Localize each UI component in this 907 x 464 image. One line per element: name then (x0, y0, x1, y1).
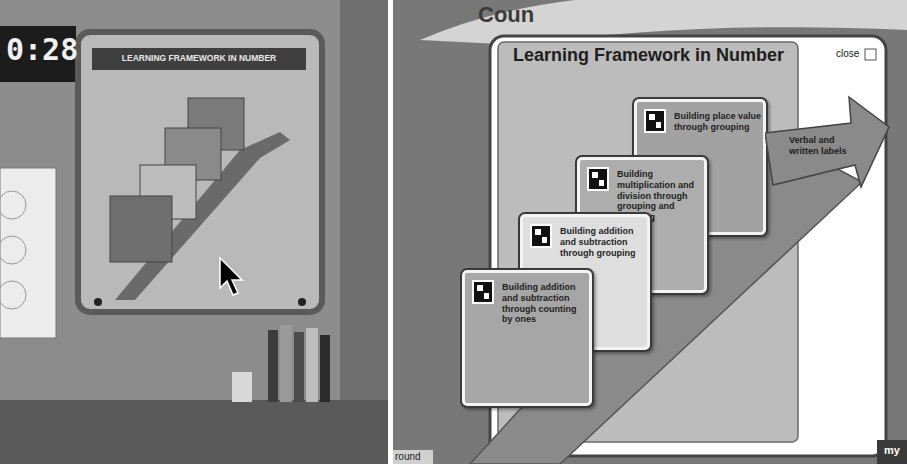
close-button: close (836, 48, 859, 59)
icon-mark (484, 293, 489, 299)
stage-card: Building addition and subtraction throug… (460, 268, 594, 408)
board-card (110, 196, 172, 262)
mouse-cursor (220, 258, 242, 295)
card-text: Building addition and subtraction throug… (502, 282, 588, 325)
book (306, 328, 318, 402)
panel-title: Learning Framework in Number (513, 45, 784, 66)
icon-mark (649, 114, 655, 120)
tab (393, 450, 433, 464)
poster-circle (0, 191, 26, 219)
shelf (0, 400, 388, 464)
stage-icon (472, 280, 494, 304)
cup (232, 372, 252, 402)
stage-icon (530, 224, 552, 248)
icon-mark (592, 172, 598, 178)
card-text: Building addition and subtraction throug… (560, 226, 646, 258)
background (393, 0, 907, 464)
stage-icon (587, 167, 609, 191)
arrow-head: Verbal and written labels (765, 95, 890, 195)
icon-mark (542, 237, 547, 243)
wall-shadow (340, 0, 388, 464)
book (268, 330, 278, 402)
button (877, 440, 907, 464)
classroom-photo (0, 0, 388, 464)
whiteboard-header (92, 48, 306, 70)
tab-label: round (395, 451, 421, 462)
icon-mark (656, 122, 661, 128)
wall (0, 0, 388, 464)
icon-mark (535, 229, 541, 235)
icon-mark (477, 285, 483, 291)
checkbox (865, 49, 876, 60)
arrow-text: Verbal and written labels (789, 135, 863, 157)
arrow-head-outline (765, 97, 889, 187)
button-label: my (884, 444, 900, 456)
whiteboard (78, 32, 322, 312)
magnet (298, 298, 306, 306)
card-text: Building place value through grouping (674, 111, 762, 133)
magnet (94, 298, 102, 306)
book (320, 335, 330, 402)
poster (0, 168, 56, 338)
poster-circle (0, 281, 26, 309)
poster-circle (0, 236, 26, 264)
book (280, 325, 292, 402)
stage-icon (644, 109, 666, 133)
clock-digits: 0:28 (6, 32, 78, 67)
arrow-shaft (470, 134, 862, 464)
book (294, 332, 304, 402)
board-heading: LEARNING FRAMEWORK IN NUMBER (96, 53, 302, 63)
app-banner-text: Coun (478, 2, 534, 28)
icon-mark (599, 180, 604, 186)
